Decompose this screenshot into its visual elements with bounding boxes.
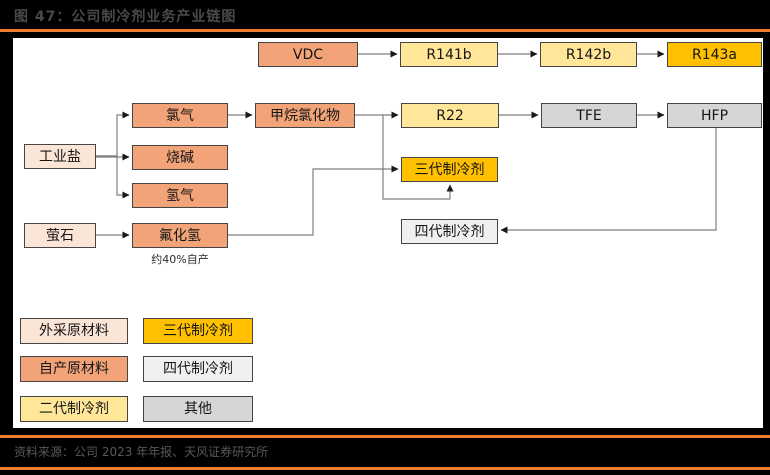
legend-item-other: 其他 xyxy=(143,396,253,422)
legend-item-gen2: 二代制冷剂 xyxy=(20,396,128,422)
page-bottom-rule xyxy=(0,467,770,470)
node-gen3-refrigerant: 三代制冷剂 xyxy=(401,157,498,182)
edge-methane-chlorides-to-gen3-refrigerant xyxy=(382,115,454,200)
node-tfe: TFE xyxy=(541,103,637,128)
legend-item-gen3: 三代制冷剂 xyxy=(143,318,253,344)
node-hydrogen-fluoride: 氟化氢 xyxy=(132,223,228,248)
node-r142b: R142b xyxy=(540,42,637,67)
legend-item-self_produced: 自产原材料 xyxy=(20,356,128,382)
node-industrial-salt: 工业盐 xyxy=(24,144,96,169)
legend-item-purchased: 外采原材料 xyxy=(20,318,128,344)
source-note: 资料来源：公司 2023 年年报、天风证券研究所 xyxy=(14,445,269,459)
node-methane-chlorides: 甲烷氯化物 xyxy=(255,103,355,128)
node-hydrogen: 氢气 xyxy=(132,183,228,208)
node-caustic-soda: 烧碱 xyxy=(132,145,228,170)
node-hfp: HFP xyxy=(667,103,762,128)
node-vdc: VDC xyxy=(258,42,358,67)
node-chlorine: 氯气 xyxy=(132,103,228,128)
node-r141b: R141b xyxy=(400,42,498,67)
edge-hfp-to-gen4-refrigerant xyxy=(500,128,717,234)
node-fluorite: 萤石 xyxy=(24,223,96,248)
edge-industrial-salt-to-chlorine xyxy=(96,111,130,157)
node-gen4-refrigerant: 四代制冷剂 xyxy=(401,219,498,244)
self-supply-note: 约40%自产 xyxy=(151,253,209,266)
connector-lines xyxy=(96,50,717,239)
edge-hydrogen-fluoride-to-gen3-refrigerant xyxy=(228,165,399,236)
footer-divider-rule xyxy=(0,435,770,438)
edge-industrial-salt-to-hydrogen xyxy=(96,155,130,199)
figure-title: 图 47：公司制冷剂业务产业链图 xyxy=(14,9,237,25)
node-r22: R22 xyxy=(401,103,499,128)
legend-item-gen4: 四代制冷剂 xyxy=(143,356,253,382)
node-r143a: R143a xyxy=(667,42,762,67)
title-divider-rule xyxy=(0,29,770,32)
